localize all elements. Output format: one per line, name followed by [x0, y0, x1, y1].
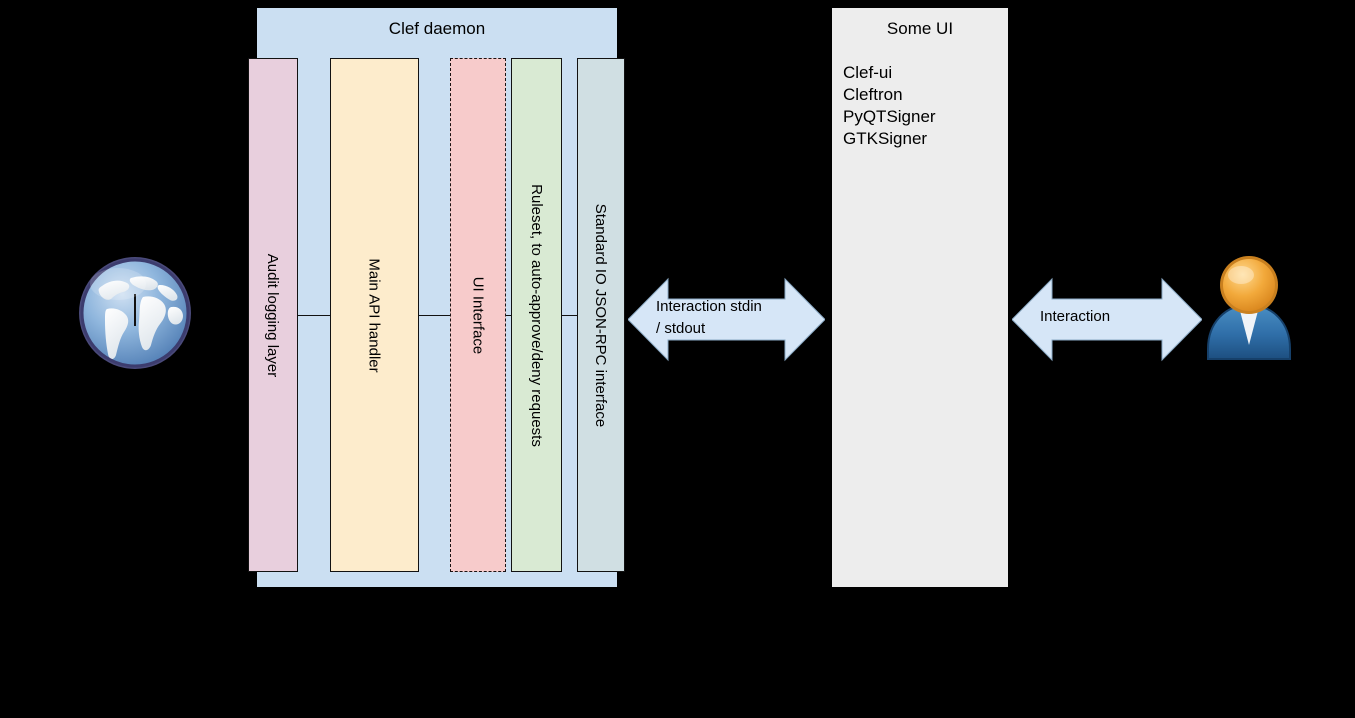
list-item: GTKSigner — [843, 129, 928, 148]
connector-line-ui-ruleset — [506, 315, 511, 316]
component-label-api: Main API handler — [366, 257, 383, 373]
some-ui-title: Some UI — [886, 19, 954, 38]
list-item: PyQTSigner — [843, 107, 936, 126]
some-ui-panel — [832, 8, 1008, 587]
component-standard-io-jsonrpc[interactable]: Standard IO JSON-RPC interface — [577, 58, 625, 572]
component-label-ui: UI Interface — [469, 276, 487, 354]
arrow-ui-to-user — [1012, 277, 1202, 362]
user-icon — [1205, 253, 1293, 363]
list-item: Cleftron — [843, 85, 903, 104]
component-label-ruleset: Ruleset, to auto-approve/deny requests — [528, 183, 546, 447]
arrow-label-stdin-stdout-line2: / stdout — [656, 320, 706, 337]
clef-daemon-title: Clef daemon — [388, 19, 486, 38]
clef-daemon-container — [257, 8, 617, 587]
arrow-label-interaction: Interaction — [1040, 306, 1190, 328]
component-main-api-handler[interactable]: Main API handler — [330, 58, 419, 572]
list-item: Clef-ui — [843, 63, 893, 82]
arrow-label-interaction-line1: Interaction — [1040, 308, 1111, 325]
component-audit-logging-layer[interactable]: Audit logging layer — [248, 58, 298, 572]
some-ui-list: Clef-ui Cleftron PyQTSigner GTKSigner — [843, 62, 1003, 150]
component-ruleset[interactable]: Ruleset, to auto-approve/deny requests — [511, 58, 562, 572]
component-label-stdio: Standard IO JSON-RPC interface — [592, 203, 610, 427]
component-ui-interface[interactable]: UI Interface — [450, 58, 506, 572]
globe-icon — [74, 252, 197, 375]
component-label-audit: Audit logging layer — [264, 253, 282, 377]
arrow-daemon-to-ui — [628, 277, 825, 362]
arrow-label-stdin-stdout-line1: Interaction stdin — [656, 298, 762, 315]
connector-line-ruleset-stdio — [562, 315, 577, 316]
arrow-label-stdin-stdout: Interaction stdin / stdout — [656, 296, 816, 340]
connector-line-api-ui — [419, 315, 450, 316]
connector-line-audit-api — [298, 315, 330, 316]
